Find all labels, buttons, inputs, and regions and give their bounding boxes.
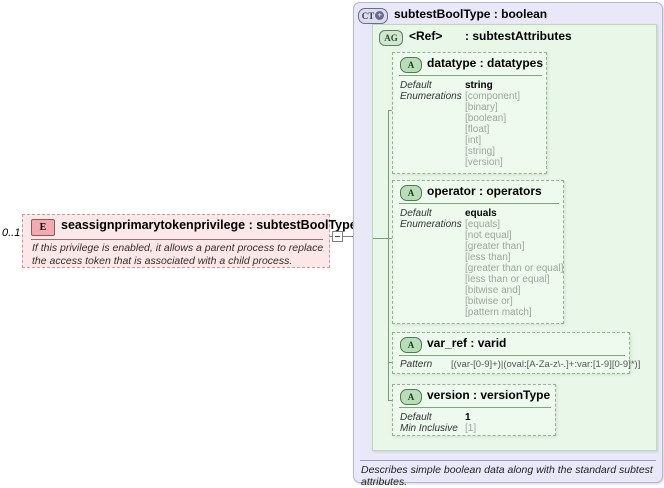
element-header: E seassignprimarytokenprivilege : subtes… <box>23 215 357 239</box>
element-documentation: If this privilege is enabled, it allows … <box>32 242 324 267</box>
attribute-icon: A <box>400 389 422 405</box>
attribute-var-ref-title: var_ref : varid <box>427 336 507 350</box>
attribute-group-ref[interactable]: <Ref> <box>409 29 443 43</box>
complex-type-title: subtestBoolType : boolean <box>394 7 548 21</box>
facet-value-enum-3: [float] <box>465 124 490 135</box>
facet-label-enumerations: Enumerations <box>400 91 462 102</box>
attribute-box-operator[interactable]: A operator : operators Default equals En… <box>392 180 564 324</box>
facet-value-enum-5: [string] <box>465 146 496 157</box>
connector-collapse-toggle[interactable] <box>332 231 343 242</box>
facet-value-enum-0: [component] <box>465 91 521 102</box>
attribute-version-header: A version : versionType <box>393 385 555 407</box>
facet-value-default: equals <box>465 208 497 219</box>
facet-value-enum-0: [equals] <box>465 219 501 230</box>
connector-line-horizontal-left <box>330 236 333 237</box>
attribute-version-title: version : versionType <box>427 388 551 402</box>
complex-type-icon[interactable]: CT+ <box>358 8 388 24</box>
element-icon: E <box>31 219 55 236</box>
facet-label-enumerations: Enumerations <box>400 219 462 230</box>
attribute-operator-title: operator : operators <box>427 184 542 198</box>
attribute-operator-header: A operator : operators <box>393 181 563 203</box>
attribute-box-var-ref[interactable]: A var_ref : varid Pattern [(var-[0-9]+)|… <box>392 332 640 374</box>
element-title: seassignprimarytokenprivilege : subtestB… <box>61 218 357 232</box>
facet-label-default: Default <box>400 208 432 219</box>
expand-plus-icon[interactable]: + <box>375 11 385 20</box>
tree-spine-vertical <box>388 110 389 400</box>
attribute-datatype-header: A datatype : datatypes <box>393 53 546 75</box>
attribute-group-type: : subtestAttributes <box>465 29 572 43</box>
attribute-icon: A <box>400 337 422 353</box>
element-box-seassignprimarytokenprivilege[interactable]: E seassignprimarytokenprivilege : subtes… <box>22 214 357 268</box>
facet-value-min-inclusive: [1] <box>465 423 477 434</box>
ct-icon-text: CT <box>361 11 375 21</box>
attribute-group-icon: AG <box>379 30 403 46</box>
facet-value-enum-1: [not equal] <box>465 230 512 241</box>
attribute-box-version[interactable]: A version : versionType Default 1 Min In… <box>392 384 556 436</box>
facet-value-enum-6: [bitwise and] <box>465 285 521 296</box>
attribute-var-ref-divider <box>399 355 625 356</box>
complex-type-documentation: Describes simple boolean data along with… <box>361 464 653 488</box>
facet-label-min-inclusive: Min Inclusive <box>400 423 458 434</box>
facet-value-enum-2: [greater than] <box>465 241 525 252</box>
facet-value-enum-2: [boolean] <box>465 113 507 124</box>
attribute-datatype-title: datatype : datatypes <box>427 56 544 70</box>
facet-value-enum-3: [less than] <box>465 252 511 263</box>
attribute-box-datatype[interactable]: A datatype : datatypes Default string En… <box>392 52 547 174</box>
facet-label-pattern: Pattern <box>400 359 433 370</box>
complex-type-footer-divider <box>360 460 656 461</box>
attribute-operator-divider <box>399 203 559 204</box>
attribute-datatype-divider <box>399 75 542 76</box>
attribute-icon: A <box>400 57 422 73</box>
facet-value-pattern: [(var-[0-9]+)|(oval:[A-Za-z\-.]+:var:[1-… <box>451 359 641 370</box>
facet-value-default: string <box>465 80 493 91</box>
facet-value-enum-7: [bitwise or] <box>465 296 513 307</box>
attribute-version-divider <box>399 407 551 408</box>
facet-value-enum-5: [less than or equal] <box>465 274 550 285</box>
facet-label-default: Default <box>400 412 432 423</box>
element-cardinality-label: 0..1 <box>2 227 21 239</box>
element-divider <box>31 239 323 240</box>
attribute-icon: A <box>400 185 422 201</box>
facet-value-enum-4: [greater than or equal] <box>465 263 564 274</box>
facet-value-enum-8: [pattern match] <box>465 307 532 318</box>
tree-trunk-horizontal <box>373 238 388 239</box>
facet-value-enum-4: [int] <box>465 135 482 146</box>
attribute-var-ref-header: A var_ref : varid <box>393 333 629 355</box>
facet-value-default: 1 <box>465 412 471 423</box>
facet-label-default: Default <box>400 80 432 91</box>
facet-value-enum-6: [version] <box>465 157 503 168</box>
facet-value-enum-1: [binary] <box>465 102 498 113</box>
